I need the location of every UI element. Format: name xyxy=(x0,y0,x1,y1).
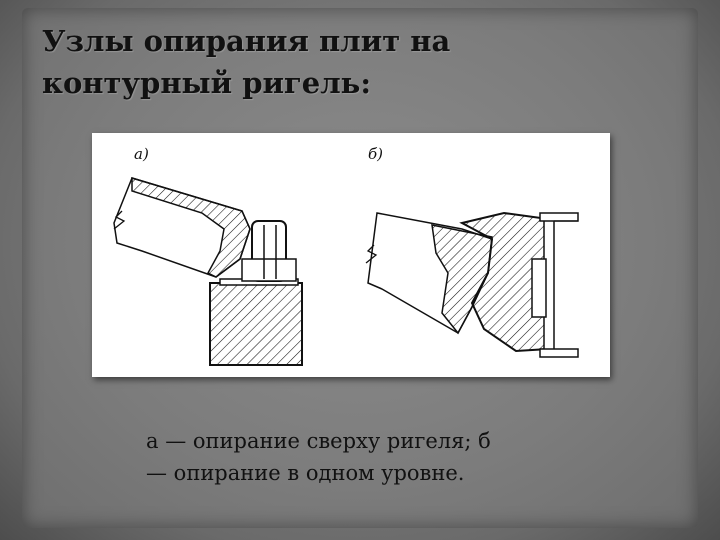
beam-a xyxy=(209,282,303,366)
support-nodes-drawing: а) б) xyxy=(113,145,579,366)
variant-b-drawing: б) xyxy=(365,145,579,358)
slide-title-line-2: контурный ригель: xyxy=(42,66,372,100)
break-mark-b xyxy=(365,244,378,264)
figure-caption: а — опирание сверху ригеля; б — опирание… xyxy=(146,425,626,489)
caption-line-2: — опирание в одном уровне. xyxy=(146,461,465,485)
slab-a-end xyxy=(131,176,251,278)
break-mark-a xyxy=(113,210,126,230)
beam-b xyxy=(459,211,549,353)
slide-title-line-1: Узлы опирания плит на xyxy=(42,24,451,58)
figure-drawing: а) б) xyxy=(92,133,610,377)
slide-title: Узлы опирания плит на контурный ригель: xyxy=(42,20,602,104)
variant-b-label: б) xyxy=(368,145,383,163)
anchor-plate-a xyxy=(241,258,297,282)
variant-a-drawing: а) xyxy=(113,145,303,366)
caption-line-1: а — опирание сверху ригеля; б xyxy=(146,429,491,453)
variant-a-label: а) xyxy=(134,145,149,163)
